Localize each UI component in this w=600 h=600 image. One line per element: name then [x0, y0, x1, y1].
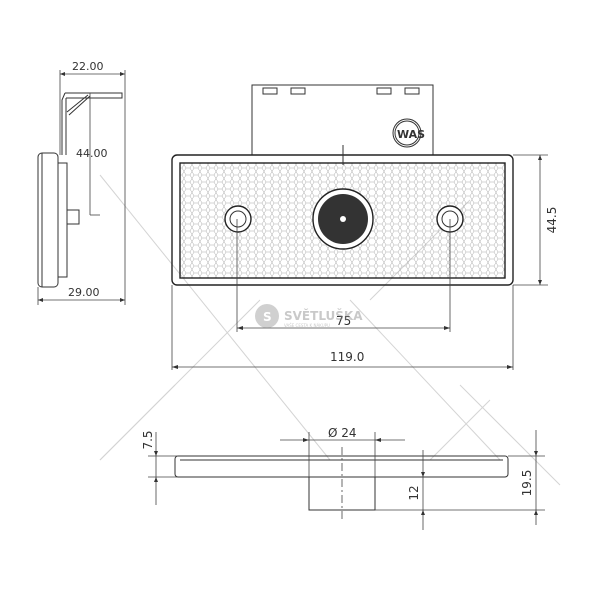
- mounting-hole-left: [224, 205, 252, 233]
- boss-height-label: 12: [407, 485, 421, 500]
- svg-text:VAŠE CESTA K NÁKUPU: VAŠE CESTA K NÁKUPU: [284, 323, 330, 328]
- side-width-top-label: 22.00: [72, 60, 104, 73]
- total-height-label: 19.5: [520, 470, 534, 497]
- side-height-label: 44.00: [76, 147, 108, 160]
- front-width-label: 119.0: [330, 350, 364, 364]
- bottom-view: Ø 24 7.5 12 19.5: [141, 426, 545, 530]
- svetluska-watermark: S SVĚTLUŠKA VAŠE CESTA K NÁKUPU: [255, 304, 363, 328]
- side-view: 22.00 44.00 29.00: [37, 60, 126, 305]
- svg-text:WAS: WAS: [397, 128, 425, 141]
- svg-text:S: S: [263, 310, 272, 324]
- side-width-bottom-label: 29.00: [68, 286, 100, 299]
- front-height-label: 44.5: [545, 207, 559, 234]
- diameter-label: Ø 24: [328, 426, 357, 440]
- watermark-lines: [99, 174, 561, 486]
- was-logo: WAS: [392, 118, 425, 148]
- plate-thickness-label: 7.5: [141, 430, 155, 449]
- front-view: WAS 44.5 75 119.0: [171, 84, 559, 370]
- hole-spacing-label: 75: [336, 314, 351, 328]
- svg-text:SVĚTLUŠKA: SVĚTLUŠKA: [284, 308, 363, 323]
